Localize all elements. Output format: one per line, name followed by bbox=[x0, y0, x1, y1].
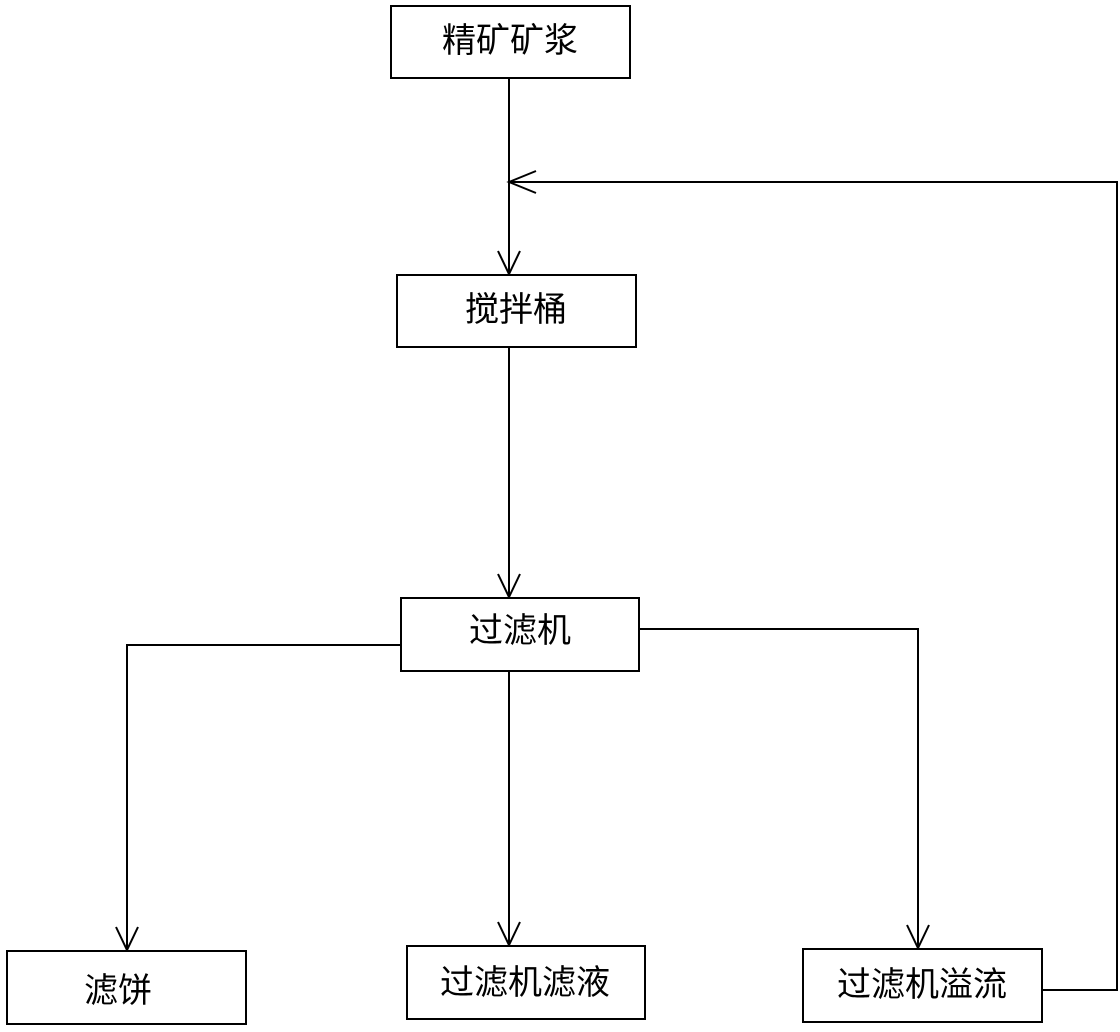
node-filtrate-label: 过滤机滤液 bbox=[440, 963, 610, 1003]
connectors bbox=[115, 78, 1118, 991]
node-slurry-label: 精矿矿浆 bbox=[442, 21, 578, 61]
arrowhead-return bbox=[506, 170, 537, 194]
node-slurry-box bbox=[390, 5, 631, 79]
node-overflow-box bbox=[802, 948, 1043, 1023]
node-tank-box bbox=[396, 274, 637, 348]
node-slurry: 精矿矿浆 bbox=[390, 5, 631, 79]
node-filtrate-box bbox=[406, 945, 646, 1020]
edge-overflow-return bbox=[509, 181, 1118, 991]
node-cake: 滤饼 bbox=[6, 950, 247, 1025]
node-tank-label: 搅拌桶 bbox=[465, 290, 567, 330]
node-tank: 搅拌桶 bbox=[396, 274, 637, 348]
edge-filter-to-overflow bbox=[639, 628, 919, 948]
node-cake-label: 滤饼 bbox=[84, 971, 152, 1011]
node-overflow: 过滤机溢流 bbox=[802, 948, 1043, 1023]
node-filter-box bbox=[400, 597, 640, 672]
node-cake-box bbox=[6, 950, 247, 1025]
node-filtrate: 过滤机滤液 bbox=[406, 945, 646, 1020]
edge-filter-to-cake bbox=[126, 644, 402, 950]
node-filter-label: 过滤机 bbox=[469, 611, 571, 651]
node-overflow-label: 过滤机溢流 bbox=[837, 965, 1007, 1005]
node-filter: 过滤机 bbox=[400, 597, 640, 672]
